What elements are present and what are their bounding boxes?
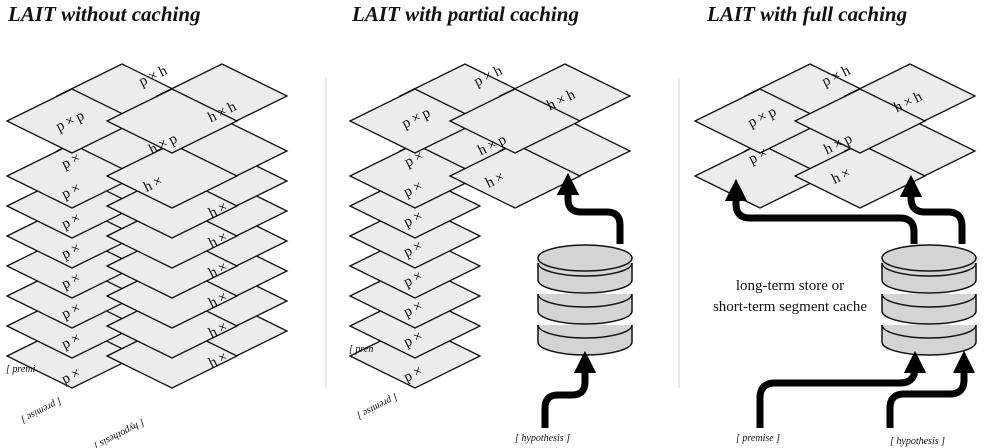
hypothesis-input-label: [ hypothesis ] <box>890 436 945 447</box>
arrow-store-to-pp <box>724 178 918 244</box>
cell-label-h-trunc: h × <box>483 169 507 192</box>
cell-label-p-trunc: p × <box>746 145 770 168</box>
cell-hp-layer-0 <box>793 88 927 154</box>
cell-label-h-trunc: h × <box>141 173 165 196</box>
premise-input-label: [ premi <box>6 364 36 375</box>
cell-label-h-trunc: h × <box>206 259 230 282</box>
cell-label-p-trunc: p × <box>401 268 425 291</box>
store-label-line-1: long-term store or <box>735 278 845 294</box>
panel-divider <box>678 78 680 388</box>
premise-input-label: [ pren <box>349 344 373 355</box>
panel-title-partial-caching: LAIT with partial caching <box>352 2 579 26</box>
cell-label-p-trunc: p × <box>401 208 425 231</box>
arrow-hypothesis-to-store <box>541 350 597 428</box>
cell-hp-layer-0 <box>448 88 582 154</box>
panel-divider <box>325 78 327 388</box>
premise-input-label-rotated: [ premise ] <box>19 395 63 425</box>
store-label: long-term store or short-term segment ca… <box>700 276 880 318</box>
cell-hp-layer-1 <box>793 143 927 209</box>
cell-label-p-trunc: p × <box>402 148 426 171</box>
cell-label-p-trunc: p × <box>401 298 425 321</box>
premise-input-label: [ premise ] <box>736 433 780 444</box>
cell-hp-layer-1 <box>105 143 239 209</box>
database-icon <box>537 244 633 356</box>
store-label-line-2: short-term segment cache <box>712 299 868 315</box>
cell-label-p-trunc: p × <box>59 150 83 173</box>
cell-label-h-trunc: h × <box>206 349 230 372</box>
cell-label-p-trunc: p × <box>401 363 425 386</box>
arrow-store-to-hh <box>556 172 624 244</box>
cell-label-p-trunc: p × <box>59 210 83 233</box>
premise-input-label-rotated: [ premise ] <box>355 391 399 421</box>
arrow-premise-to-store <box>756 350 927 428</box>
cell-label-h-trunc: h × <box>206 289 230 312</box>
cell-hp-layer-1 <box>448 143 582 209</box>
arrow-hypothesis-to-store <box>886 350 976 428</box>
cell-label-p-trunc: p × <box>59 300 83 323</box>
layer-stack-full-caching: p × h h × h p × p h × p p × h × <box>693 63 977 209</box>
cell-label-h-trunc: h × <box>206 229 230 252</box>
cell-label-h-trunc: h × <box>206 199 230 222</box>
hypothesis-input-label-rotated: [ hypothesis ] <box>92 417 146 448</box>
panel-title-full-caching: LAIT with full caching <box>707 2 908 26</box>
cell-label-p-trunc: p × <box>401 238 425 261</box>
cell-label-h-trunc: h × <box>829 165 853 188</box>
database-icon <box>881 244 977 356</box>
cell-hp-layer-0 <box>105 88 239 154</box>
cell-label-p-trunc: p × <box>401 328 425 351</box>
cell-label-p-trunc: p × <box>59 240 83 263</box>
cell-label-p-trunc: p × <box>59 365 83 388</box>
arrow-store-to-hh <box>899 174 966 244</box>
cell-label-p-trunc: p × <box>401 178 425 201</box>
cell-label-p-trunc: p × <box>59 180 83 203</box>
panel-title-no-caching: LAIT without caching <box>8 2 201 26</box>
cell-label-p-trunc: p × <box>59 330 83 353</box>
layer-stack-no-caching: p × h h × h p × p h × p p × h × p × h × … <box>5 63 289 448</box>
hypothesis-input-label: [ hypothesis ] <box>515 433 570 444</box>
layer-stack-partial-caching: p × h h × h p × p h × p p × h × p × p × … <box>348 63 632 421</box>
cell-label-p-trunc: p × <box>59 270 83 293</box>
cell-label-h-trunc: h × <box>206 319 230 342</box>
